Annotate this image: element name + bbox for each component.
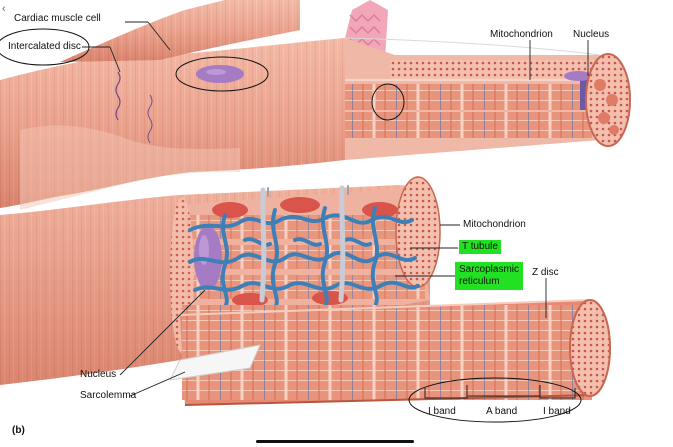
label-nucleus-bottom: Nucleus xyxy=(80,369,117,380)
label-mitochondrion-mid: Mitochondrion xyxy=(463,219,526,230)
label-i-band-left: I band xyxy=(428,406,456,417)
label-intercalated-disc: Intercalated disc xyxy=(8,41,81,52)
label-sarcoplasmic-reticulum-line1: Sarcoplasmic xyxy=(459,264,520,275)
label-sarcolemma: Sarcolemma xyxy=(80,390,137,401)
figure-panel-letter: (b) xyxy=(12,425,25,436)
upper-muscle-cell xyxy=(0,0,345,210)
band-brackets xyxy=(424,385,576,399)
back-chevron-icon[interactable]: ‹ xyxy=(2,3,6,15)
sarcoplasmic-reticulum-network xyxy=(188,206,420,308)
myofibril-cylinder xyxy=(169,299,611,406)
annotation-marks xyxy=(0,28,582,423)
label-z-disc: Z disc xyxy=(532,267,559,278)
leader-lines xyxy=(82,21,589,397)
label-sarcoplasmic-reticulum-line2: reticulum xyxy=(459,276,500,287)
label-cardiac-muscle-cell: Cardiac muscle cell xyxy=(14,13,101,24)
label-a-band: A band xyxy=(486,406,518,417)
home-indicator-bar[interactable] xyxy=(256,440,414,443)
t-tubules xyxy=(259,185,349,303)
label-nucleus-top: Nucleus xyxy=(573,29,610,40)
label-mitochondrion-top: Mitochondrion xyxy=(490,29,553,40)
label-t-tubule: T tubule xyxy=(459,240,501,254)
label-sarcoplasmic-reticulum-box: Sarcoplasmic reticulum xyxy=(455,262,524,290)
label-i-band-right: I band xyxy=(543,406,571,417)
upper-cutaway xyxy=(344,37,631,160)
